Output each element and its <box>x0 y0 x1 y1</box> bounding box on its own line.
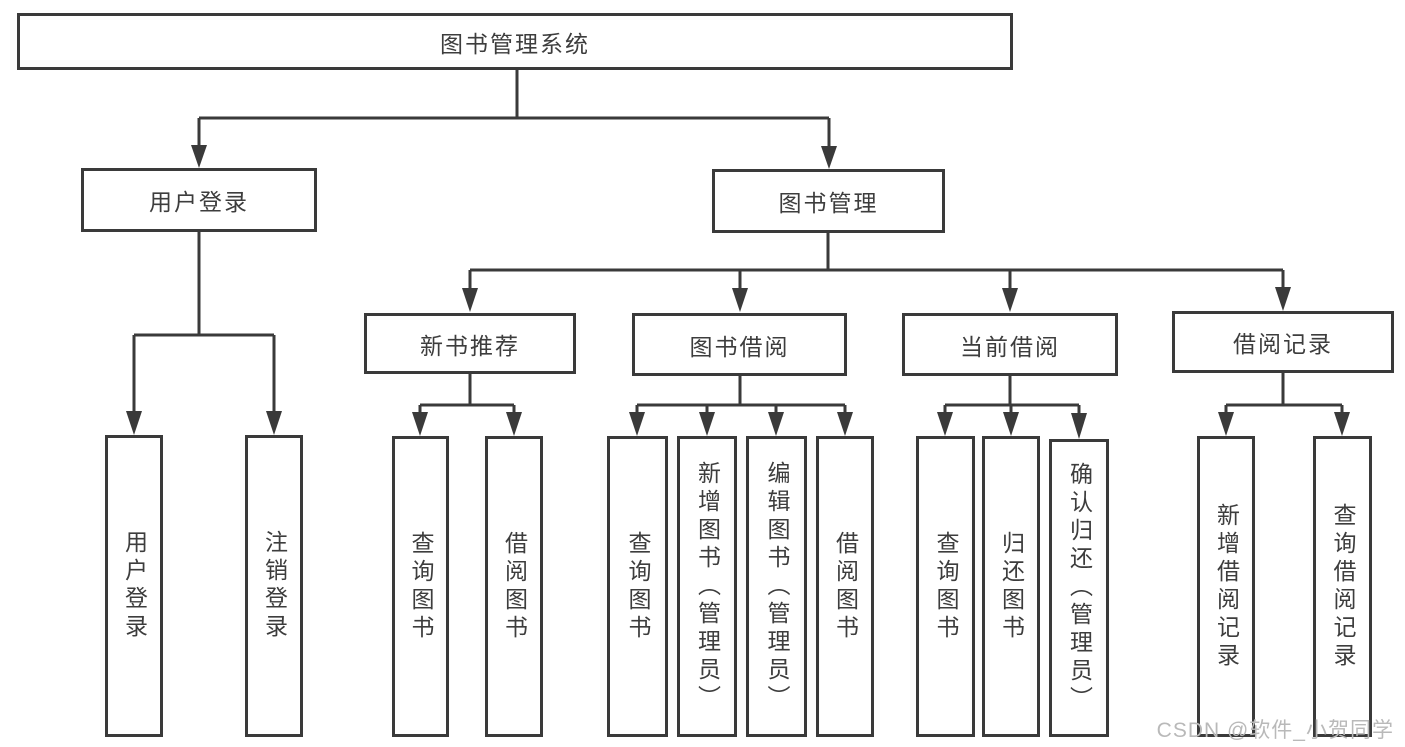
edge-borrow-records-to-leaves <box>1218 373 1350 436</box>
node-label: 编辑图书（管理员） <box>764 460 790 713</box>
node-new-book-recommend: 新书推荐 <box>364 313 576 374</box>
node-label: 借阅记录 <box>1233 331 1333 357</box>
node-label: 查询图书 <box>933 530 959 643</box>
node-leaf-query-borrow-record: 查询借阅记录 <box>1313 436 1372 737</box>
node-label: 用户登录 <box>149 189 249 215</box>
node-root: 图书管理系统 <box>17 13 1013 70</box>
node-label: 图书借阅 <box>689 333 790 360</box>
edge-current-borrow-to-leaves <box>937 376 1087 439</box>
csdn-watermark: CSDN @软件_小贺同学 <box>1156 719 1394 742</box>
node-label: 查询图书 <box>408 530 434 643</box>
node-leaf-borrow-book-1: 借阅图书 <box>485 436 543 737</box>
node-label: 新书推荐 <box>420 332 520 359</box>
node-label: 查询图书 <box>625 530 651 643</box>
edge-book-mgmt-to-level3 <box>462 233 1291 312</box>
node-label: 归还图书 <box>998 530 1025 643</box>
node-leaf-add-borrow-record: 新增借阅记录 <box>1197 436 1255 737</box>
node-label: 借阅图书 <box>501 530 528 643</box>
edge-root-to-level2 <box>191 70 837 169</box>
node-leaf-edit-book-admin: 编辑图书（管理员） <box>746 436 807 737</box>
node-leaf-borrow-book-2: 借阅图书 <box>816 436 874 737</box>
node-label: 查询借阅记录 <box>1330 502 1356 671</box>
node-label: 用户登录 <box>121 530 148 642</box>
edge-user-login-to-leaves <box>126 232 282 435</box>
node-current-borrow: 当前借阅 <box>902 313 1118 376</box>
node-label: 当前借阅 <box>960 333 1060 360</box>
node-leaf-confirm-return-admin: 确认归还（管理员） <box>1049 439 1109 737</box>
edge-book-borrow-to-leaves <box>629 376 853 436</box>
node-book-borrow: 图书借阅 <box>632 313 847 376</box>
node-leaf-user-login: 用户登录 <box>105 435 163 737</box>
node-label: 注销登录 <box>261 530 288 642</box>
node-label: 新增图书（管理员） <box>694 460 721 713</box>
node-label: 新增借阅记录 <box>1213 502 1240 671</box>
node-book-management: 图书管理 <box>712 169 945 233</box>
node-leaf-query-book-2: 查询图书 <box>607 436 668 737</box>
node-label: 确认归还（管理员） <box>1066 462 1093 714</box>
node-leaf-return-book: 归还图书 <box>982 436 1040 737</box>
node-user-login: 用户登录 <box>81 168 317 232</box>
node-leaf-query-book-1: 查询图书 <box>392 436 449 737</box>
node-borrow-records: 借阅记录 <box>1172 311 1394 373</box>
node-label: 图书管理系统 <box>440 30 590 57</box>
node-leaf-query-book-3: 查询图书 <box>916 436 975 737</box>
node-leaf-logout: 注销登录 <box>245 435 303 737</box>
edge-new-book-rec-to-leaves <box>412 374 522 436</box>
node-leaf-add-book-admin: 新增图书（管理员） <box>677 436 737 737</box>
node-label: 图书管理 <box>778 190 879 216</box>
node-label: 借阅图书 <box>832 530 859 643</box>
